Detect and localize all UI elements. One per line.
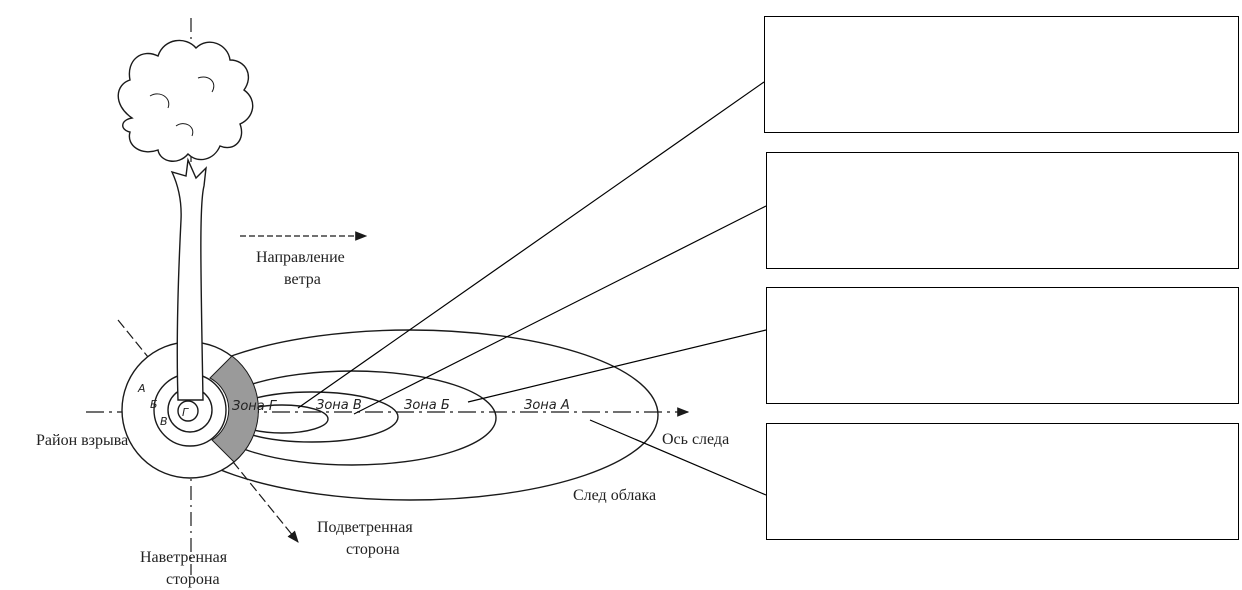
zone-g-label: Зона Г <box>232 399 278 414</box>
ring-g-letter: Г <box>182 406 189 419</box>
explosion-area-label: Район взрыва <box>36 432 128 449</box>
leeward-side-label-line1: Подветренная <box>317 519 413 536</box>
wind-direction-label-line2: ветра <box>284 271 321 288</box>
answer-box-2[interactable] <box>766 152 1239 269</box>
leader-line-zone-a <box>589 419 767 496</box>
leader-line-zone-g <box>297 81 765 409</box>
ring-v-letter: В <box>160 415 168 428</box>
zone-a-label: Зона А <box>524 398 570 413</box>
windward-side-label-line2: сторона <box>166 571 220 588</box>
cloud-trace-label: След облака <box>573 487 656 504</box>
answer-box-3[interactable] <box>766 287 1239 404</box>
ring-a-letter: А <box>137 382 146 395</box>
zone-b-label: Зона Б <box>404 398 450 413</box>
leader-line-zone-b <box>467 329 767 403</box>
windward-side-label-line1: Наветренная <box>140 549 228 566</box>
mushroom-cloud-cap <box>117 39 254 162</box>
cloud-cap-detail <box>149 76 215 137</box>
answer-box-4[interactable] <box>766 423 1239 540</box>
cloud-stem <box>170 157 207 401</box>
leeward-side-label-line2: сторона <box>346 541 400 558</box>
answer-box-1[interactable] <box>764 16 1239 133</box>
explosion-core-circle <box>177 400 199 422</box>
wind-direction-label-line1: Направление <box>256 249 345 266</box>
leader-line-zone-v <box>353 205 767 415</box>
zone-v-label: Зона В <box>316 398 362 413</box>
ring-b-letter: Б <box>150 398 158 411</box>
trace-axis-label: Ось следа <box>662 431 729 448</box>
shaded-sector <box>209 355 259 463</box>
